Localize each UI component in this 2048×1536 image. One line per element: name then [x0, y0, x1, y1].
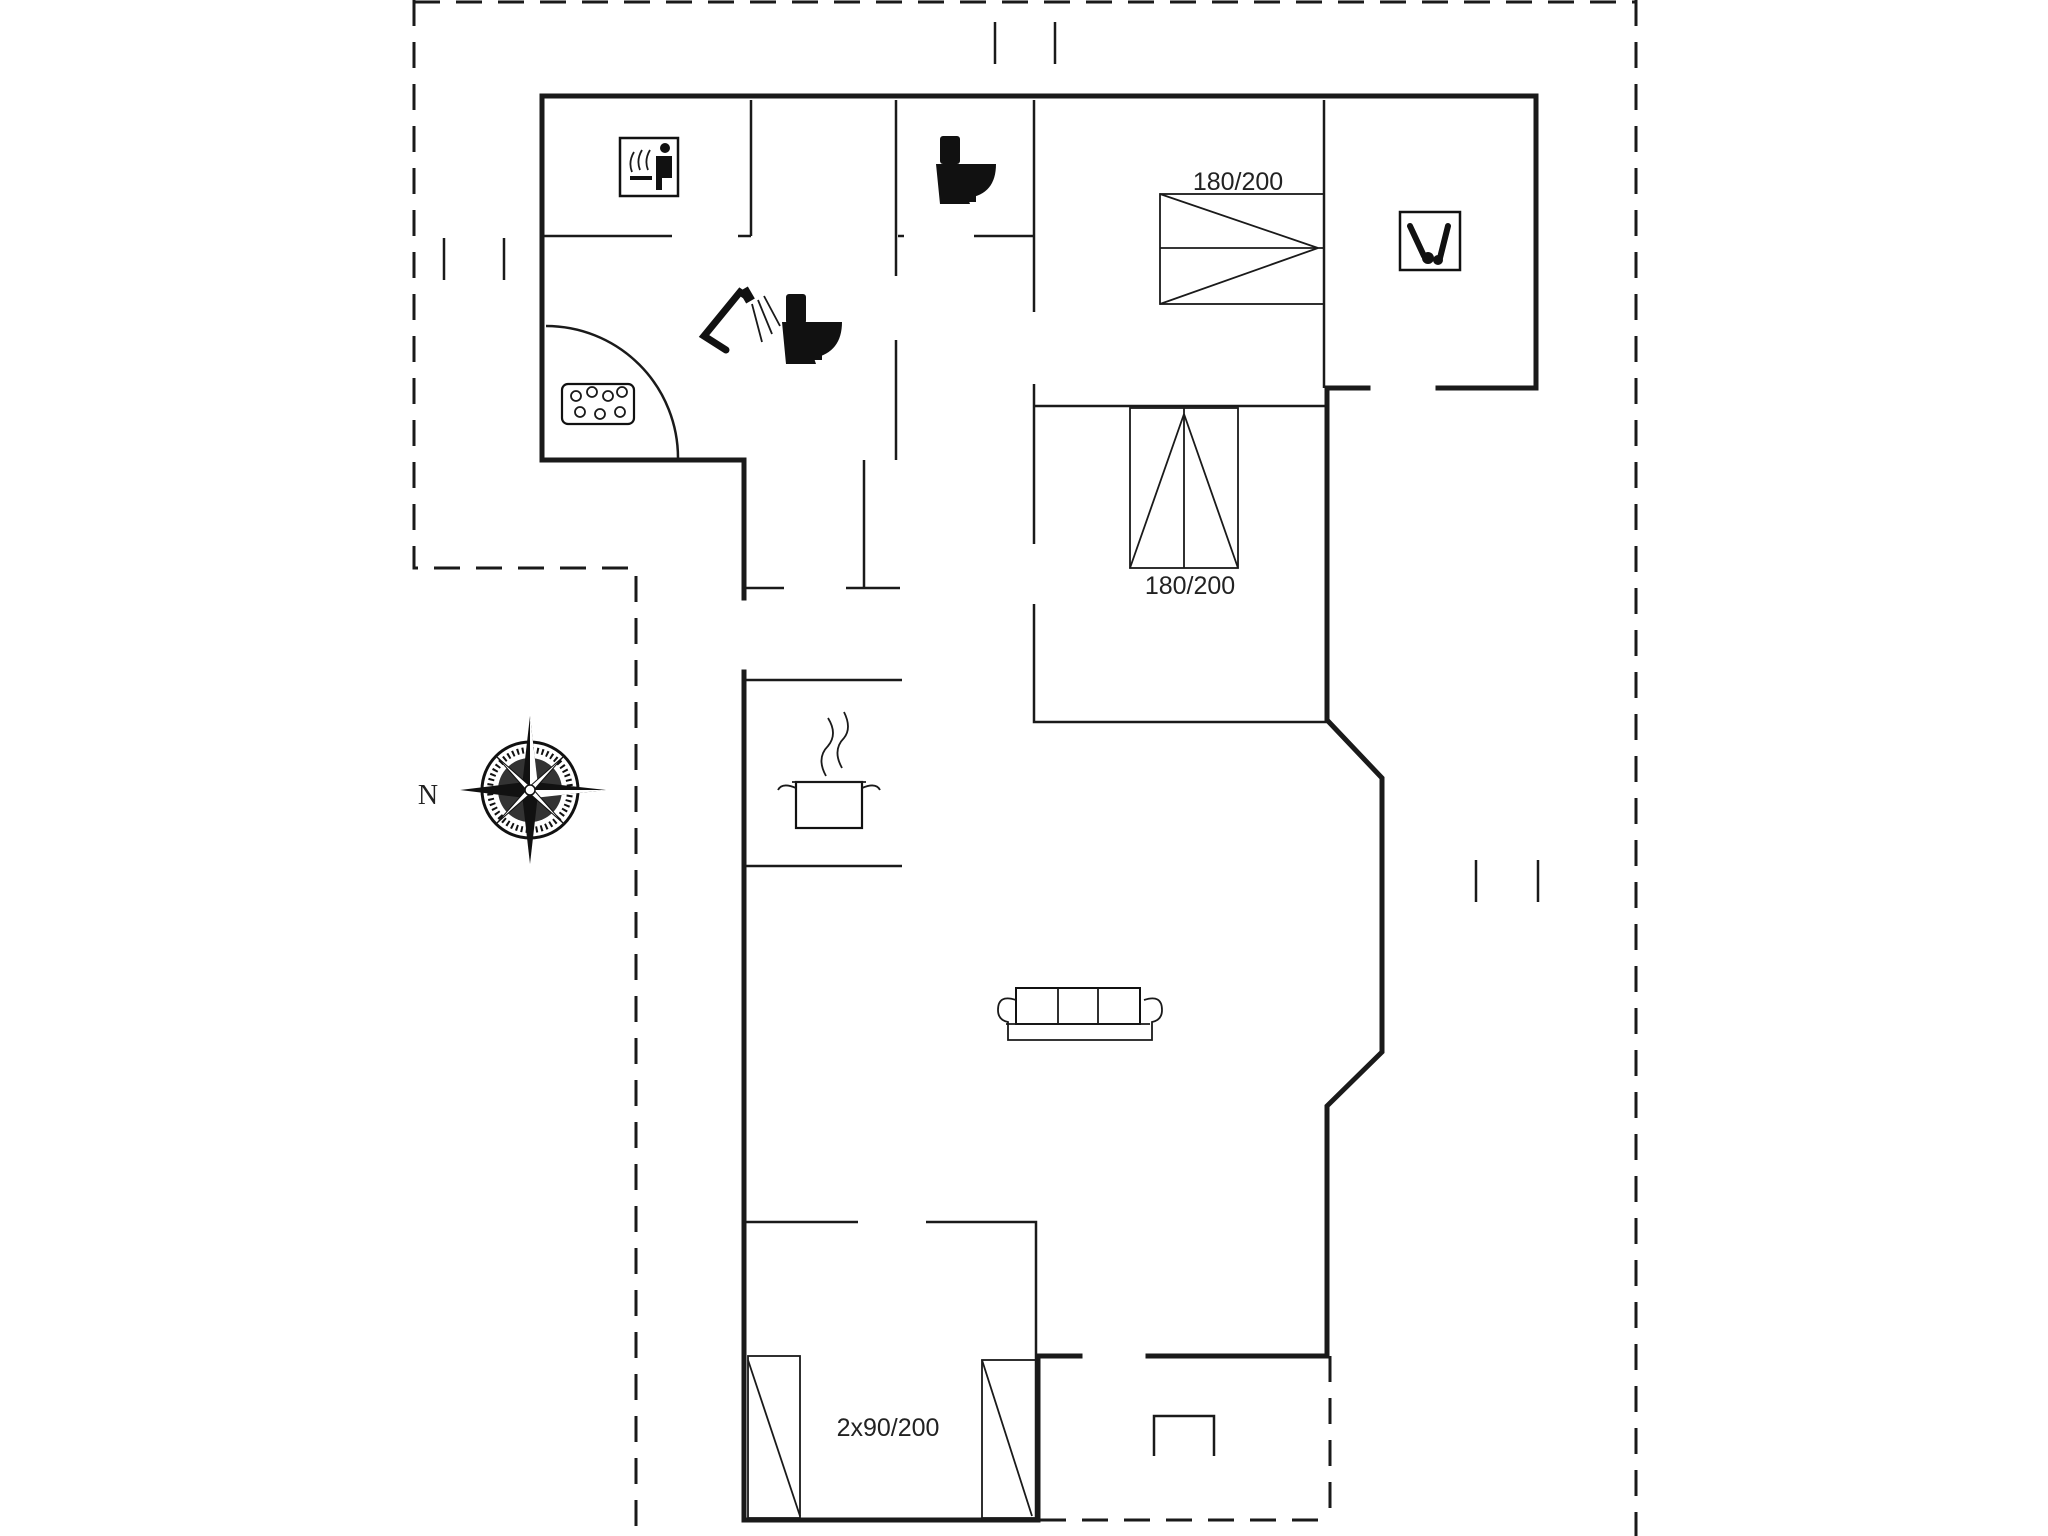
window-markers — [442, 22, 1540, 902]
bed-double-top — [1159, 193, 1325, 305]
exterior-walls — [539, 93, 1539, 1523]
bed-twin-left — [747, 1355, 801, 1519]
compass-north-label: N — [418, 780, 438, 811]
interior-walls — [544, 100, 1327, 1518]
shower-icon — [698, 286, 781, 354]
utility-washing-icon — [1398, 210, 1462, 272]
bed-label-twin: 2x90/200 — [837, 1414, 940, 1442]
toilet-icon — [782, 294, 842, 364]
bed-double-middle — [1129, 407, 1239, 569]
bed-twin-right — [981, 1359, 1037, 1519]
terrace-outline — [412, 0, 1638, 1536]
entrance-step — [1152, 1414, 1216, 1456]
bed-label-double-top: 180/200 — [1193, 168, 1283, 196]
compass-rose-icon — [460, 716, 606, 864]
sofa-icon — [997, 987, 1163, 1041]
sauna-icon — [618, 136, 680, 198]
kitchen-pot-icon — [777, 711, 881, 830]
whirlpool-icon — [560, 382, 636, 426]
bed-label-double-middle: 180/200 — [1145, 572, 1235, 600]
toilet-icon — [936, 136, 996, 204]
door-swing-arc — [545, 324, 680, 459]
